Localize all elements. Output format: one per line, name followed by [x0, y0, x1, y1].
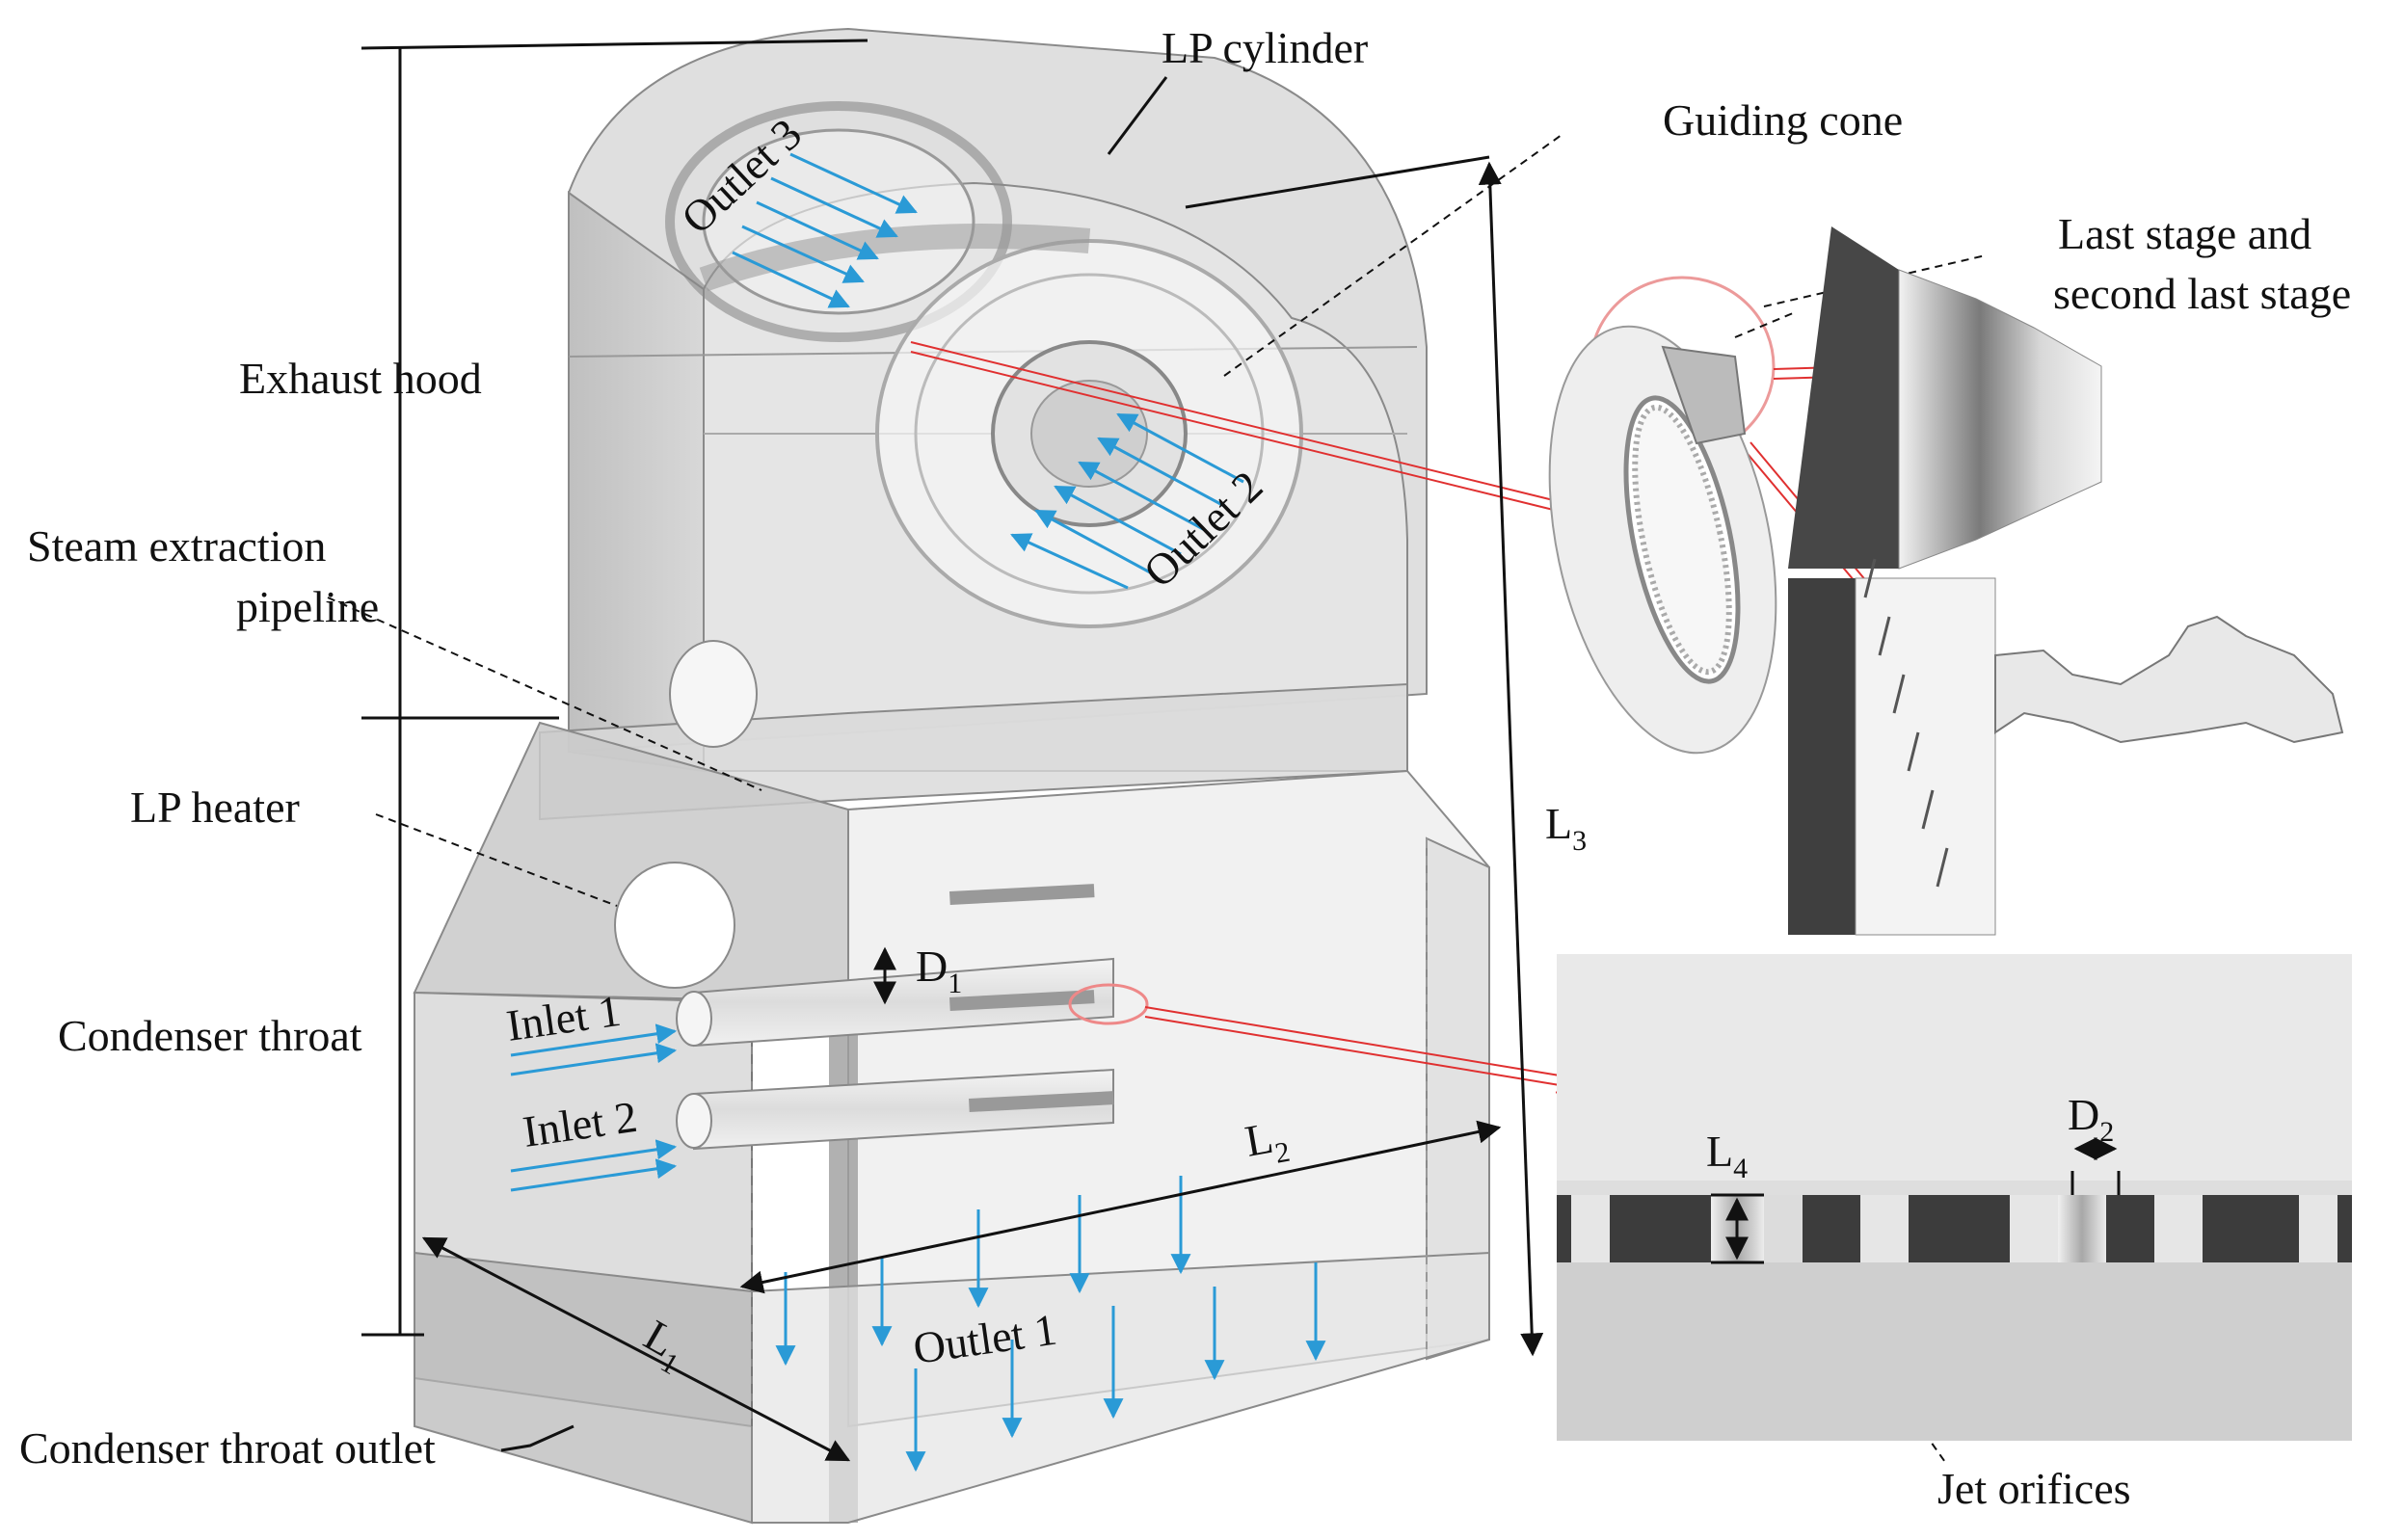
last-stage-blade-detail: [1788, 226, 2344, 936]
dim-l3: L3: [1545, 799, 1587, 857]
blade-ring-detail: [1548, 325, 1777, 755]
dim-d1: D1: [916, 942, 962, 999]
dim-d2: D2: [2068, 1090, 2114, 1148]
jet-orifice-detail: [1557, 954, 2352, 1441]
lp-cylinder: [665, 101, 1303, 628]
lp-heater-pipe: [614, 640, 758, 989]
label-guiding-cone: Guiding cone: [1663, 95, 1903, 145]
outlet-2-flow-arrows: [1010, 412, 1244, 590]
label-lp-heater: LP heater: [130, 783, 300, 832]
label-jet-orifices: Jet orifices: [1937, 1464, 2131, 1513]
label-condenser-throat-outlet: Condenser throat outlet: [19, 1423, 436, 1473]
label-last-stage-1: Last stage and: [2058, 209, 2311, 258]
label-steam-extraction-2: pipeline: [236, 582, 379, 631]
label-steam-extraction-1: Steam extraction: [27, 521, 326, 571]
orifice-dimensions: [1711, 1137, 2121, 1264]
outlet-3-flow-arrows: [732, 152, 918, 308]
inlet-flow-arrows: [510, 1023, 678, 1192]
label-lp-cylinder: LP cylinder: [1162, 23, 1368, 72]
dimension-lines: [361, 39, 1544, 1462]
dim-l4: L4: [1706, 1127, 1748, 1184]
label-condenser-throat: Condenser throat: [58, 1011, 362, 1060]
label-last-stage-2: second last stage: [2053, 269, 2351, 318]
label-exhaust-hood: Exhaust hood: [239, 354, 482, 403]
